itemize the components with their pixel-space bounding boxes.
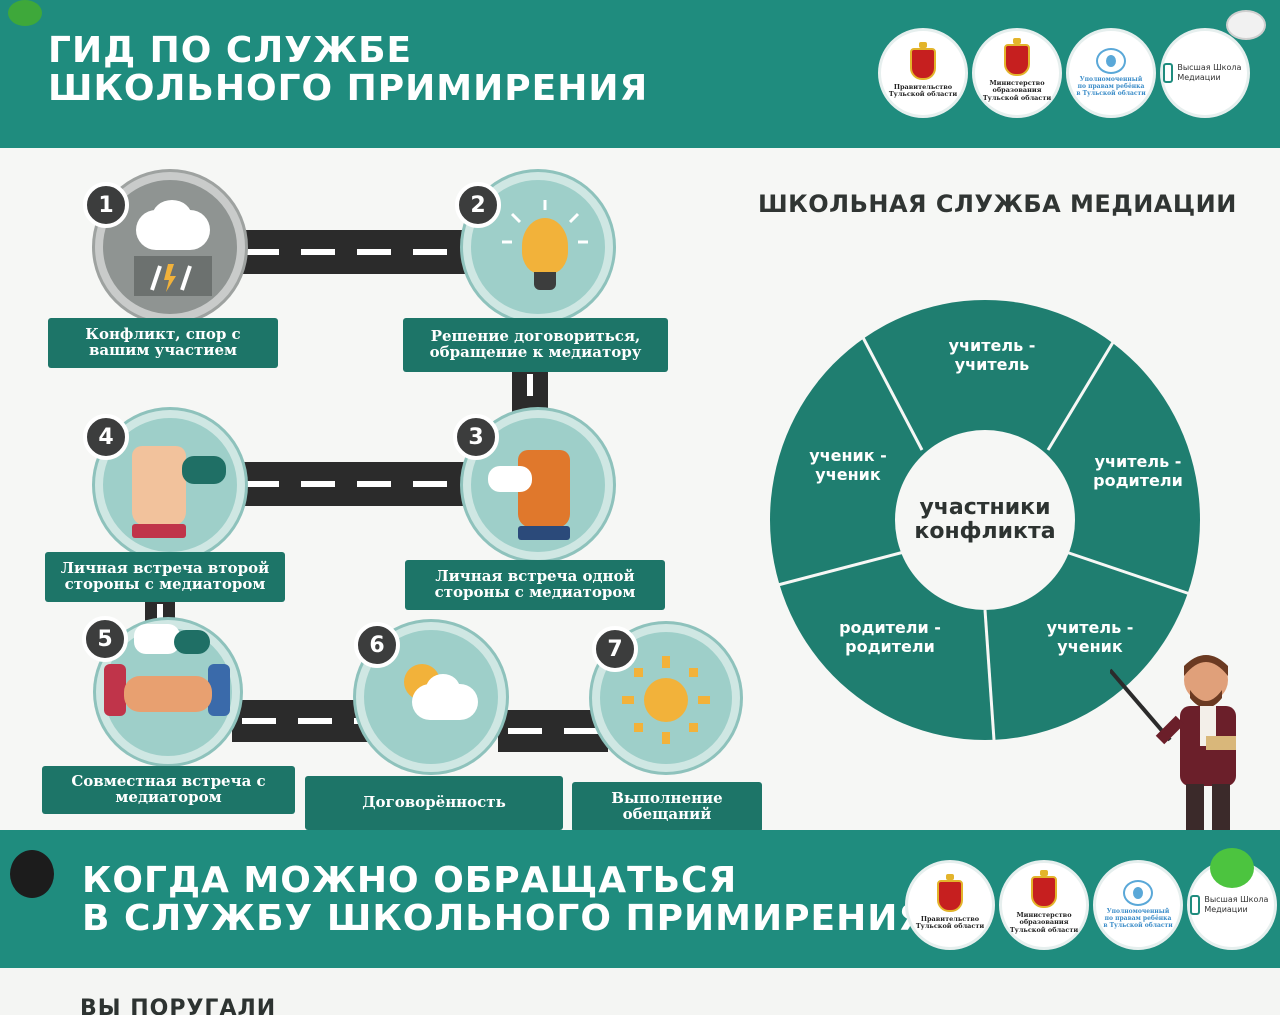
step-4-label: Личная встреча второй стороны с медиатор… [45,552,285,602]
bottom-title-line1: КОГДА МОЖНО ОБРАЩАТЬСЯ [82,860,738,901]
road-5-6 [232,700,372,742]
logo-government: Правительство Тульской области [905,860,995,950]
poster-title-line1: ГИД ПО СЛУЖБЕ [48,30,413,71]
family-icon [1123,880,1153,907]
storm-cloud-icon [128,200,218,300]
pin-green-icon [8,0,42,26]
teacher-illustration [1108,640,1250,840]
step-4-number: 4 [83,414,129,460]
logo-ministry: Министерство образования Тульской област… [999,860,1089,950]
crest-icon [937,873,963,912]
lightbulb-icon [500,200,590,300]
logo-ombudsman: Уполномоченный по правам ребёнка в Тульс… [1066,28,1156,118]
step-7-number: 7 [592,626,638,672]
sector-parents-parents: родители - родители [839,618,941,657]
sun-icon [618,652,714,748]
poster-title: ГИД ПО СЛУЖБЕ ШКОЛЬНОГО ПРИМИРЕНИЯ [48,32,648,108]
section-title: ШКОЛЬНАЯ СЛУЖБА МЕДИАЦИИ [758,190,1237,218]
step-3-number: 3 [453,414,499,460]
step-5-label: Совместная встреча с медиатором [42,766,295,814]
road-3-4 [235,462,480,506]
road-6-7 [498,710,608,752]
sector-teacher-teacher: учитель - учитель [948,336,1036,375]
road-2-3 [512,368,548,418]
step-1-number: 1 [83,182,129,228]
hand-greeting-icon [122,436,232,546]
step-7-label: Выполнение обещаний [572,782,762,832]
school-mark-icon [1190,895,1201,915]
step-6-number: 6 [354,622,400,668]
sector-student-student: ученик - ученик [809,446,887,485]
logo-ministry: Министерство образования Тульской област… [972,28,1062,118]
hand-raised-icon [488,440,588,550]
pin-white-icon [1226,10,1266,40]
wheel-center-label: участники конфликта [895,430,1075,610]
logo-ombudsman: Уполномоченный по правам ребёнка в Тульс… [1093,860,1183,950]
logo-government: Правительство Тульской области [878,28,968,118]
step-1-label: Конфликт, спор с вашим участием [48,318,278,368]
handshake-icon [104,620,234,730]
crest-icon [910,41,936,80]
sector-teacher-student: учитель - ученик [1046,618,1134,657]
crest-icon [1004,37,1030,76]
crest-icon [1031,869,1057,908]
bottom-cut-text: ВЫ ПОРУГАЛИ [80,996,277,1015]
logo-school: Высшая Школа Медиации [1160,28,1250,118]
bottom-title: КОГДА МОЖНО ОБРАЩАТЬСЯ В СЛУЖБУ ШКОЛЬНОГ… [82,862,927,938]
step-3-label: Личная встреча одной стороны с медиаторо… [405,560,665,610]
bottom-title-line2: В СЛУЖБУ ШКОЛЬНОГО ПРИМИРЕНИЯ [82,897,928,939]
road-4-5 [145,598,175,624]
family-icon [1096,48,1126,75]
sun-cloud-icon [386,650,486,740]
school-mark-icon [1163,63,1174,83]
logos-top: Правительство Тульской области Министерс… [878,28,1250,118]
step-2-number: 2 [455,182,501,228]
step-5-number: 5 [82,616,128,662]
participants-wheel: участники конфликта учитель - учитель уч… [770,300,1200,740]
step-6-label: Договорённость [305,776,563,830]
poster-bottom-body [0,968,1280,1015]
sector-teacher-parents: учитель - родители [1093,452,1183,491]
poster-title-line2: ШКОЛЬНОГО ПРИМИРЕНИЯ [48,67,649,109]
road-1-2 [235,230,480,274]
step-2-label: Решение договориться, обращение к медиат… [403,318,668,372]
pin-black-icon [10,850,54,898]
pin-green-icon [1210,848,1254,888]
